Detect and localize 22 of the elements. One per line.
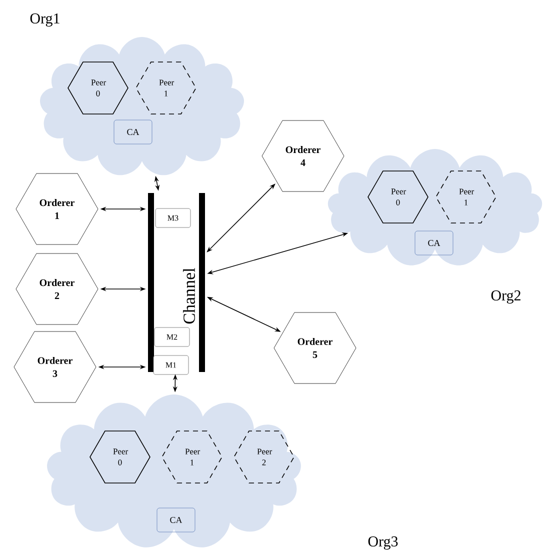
peer-hexagon: Peer 1 [162, 430, 222, 484]
orderer-hexagon: Orderer 3 [14, 331, 96, 403]
org-label: Org2 [491, 290, 520, 304]
message-box: M2 [154, 327, 190, 347]
message-box: M3 [155, 208, 191, 228]
orderer-hexagon: Orderer 4 [262, 120, 344, 192]
peer-hexagon: Peer 0 [368, 170, 428, 224]
ca-box: CA [156, 508, 196, 532]
peer-hexagon: Peer 0 [90, 430, 150, 484]
org-label: Org3 [368, 536, 398, 550]
peer-hexagon: Peer 1 [436, 170, 496, 224]
node-label: Channel [183, 268, 195, 324]
peer-hexagon: Peer 2 [234, 430, 294, 484]
peer-hexagon: Peer 0 [68, 62, 128, 114]
ca-box: CA [414, 230, 454, 256]
orderer-hexagon: Orderer 1 [16, 173, 98, 245]
orderer-hexagon: Orderer 5 [274, 312, 356, 384]
orderer-hexagon: Orderer 2 [16, 253, 98, 325]
ca-box: CA [114, 120, 152, 144]
peer-hexagon: Peer 1 [136, 62, 196, 114]
message-box: M1 [153, 355, 189, 375]
org-label: Org1 [30, 13, 60, 27]
